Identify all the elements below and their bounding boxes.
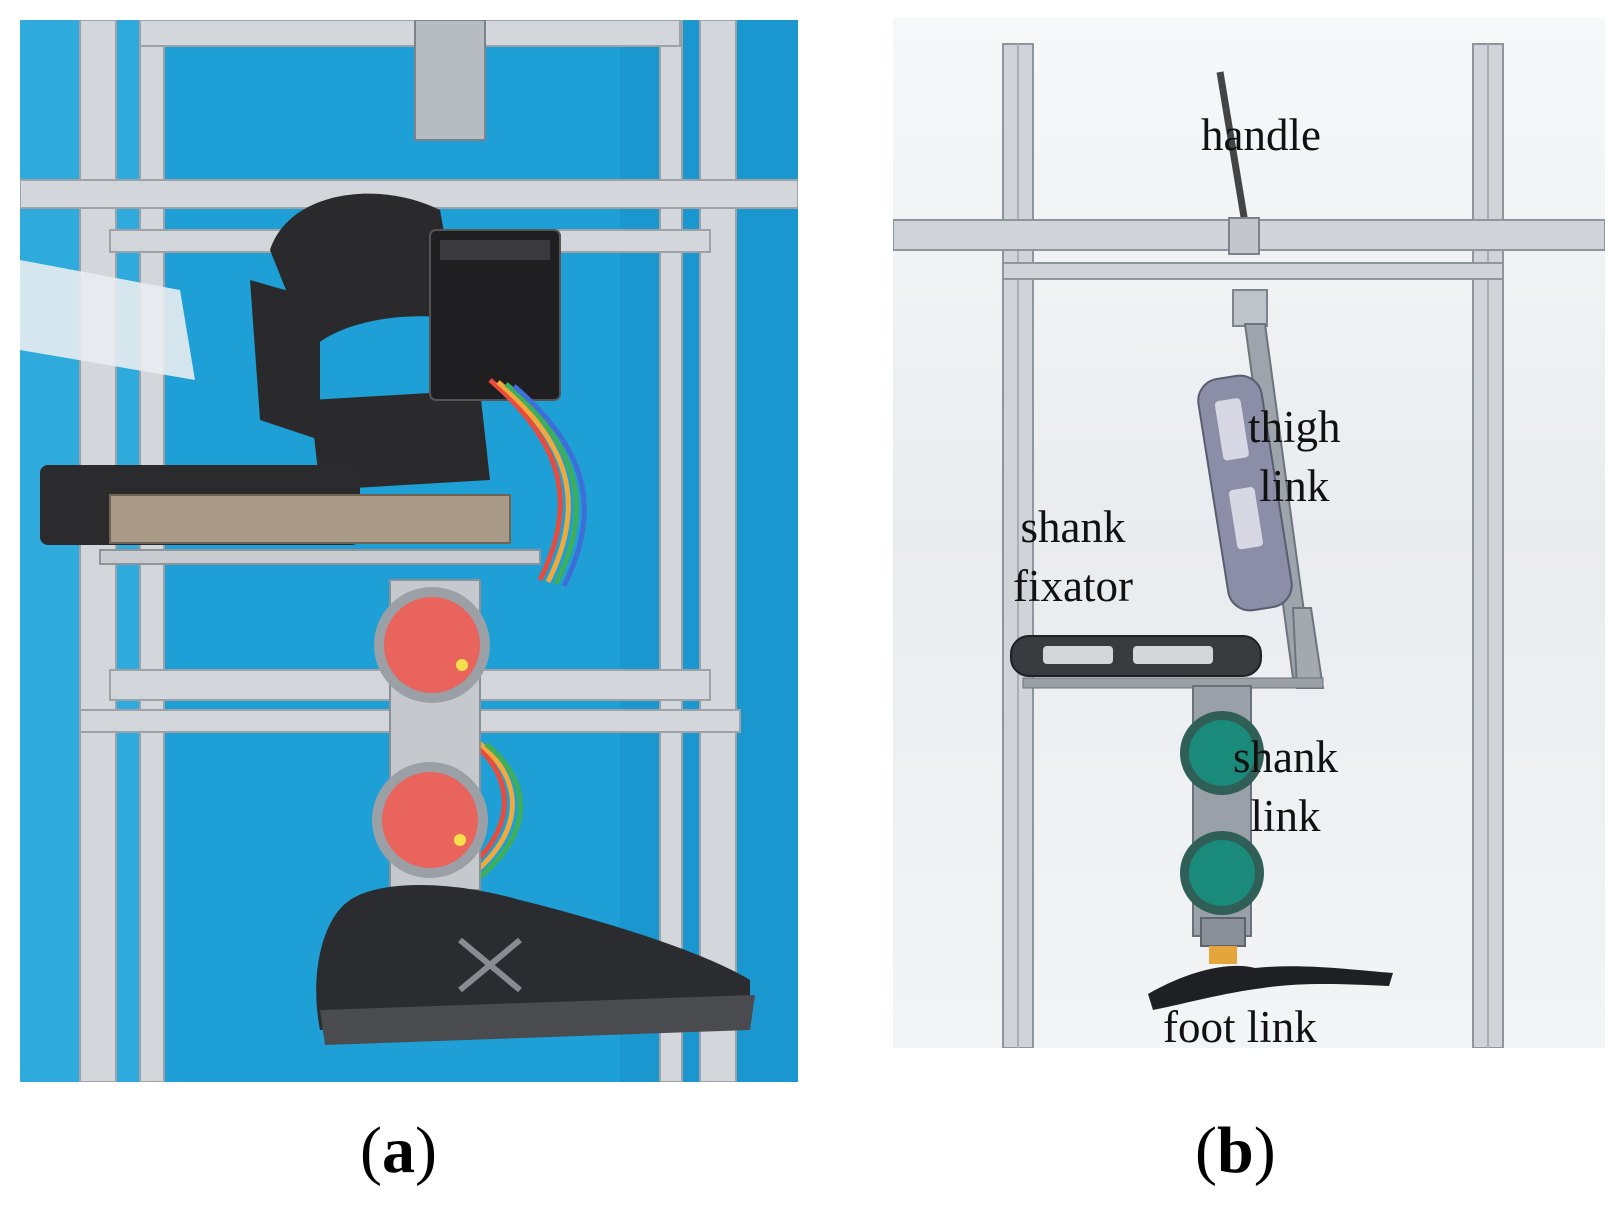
frame-rails <box>1002 43 1504 1048</box>
handle-rod <box>1216 71 1249 224</box>
callout-handle: handle <box>1201 110 1321 160</box>
shoe <box>316 885 755 1045</box>
motor-box <box>429 229 561 401</box>
cad-illustration <box>893 18 1605 1048</box>
photo-illustration <box>20 20 798 1082</box>
callout-shank-link: shank link <box>1233 732 1338 841</box>
cad-panel-b: handle thigh link shank fixator shank li… <box>893 18 1605 1048</box>
callout-foot-link: foot link <box>1163 1002 1317 1048</box>
red-actuator-lower <box>372 762 488 878</box>
shank-fixator-part <box>1010 635 1324 689</box>
foot-link-part <box>1148 965 1393 1010</box>
subfigure-label-a: (a) <box>360 1114 437 1187</box>
subfigure-label-b: (b) <box>1195 1114 1276 1187</box>
red-actuator-upper <box>374 587 490 703</box>
photo-panel-a <box>20 20 798 1082</box>
callout-shank-fixator: shank fixator <box>1013 502 1133 611</box>
black-straps <box>250 193 490 490</box>
top-mount <box>414 20 486 141</box>
callout-thigh-link: thigh link <box>1248 402 1341 511</box>
ribbon-cable <box>438 378 587 897</box>
green-actuator-upper <box>1180 711 1264 795</box>
green-actuator-lower <box>1180 831 1264 915</box>
